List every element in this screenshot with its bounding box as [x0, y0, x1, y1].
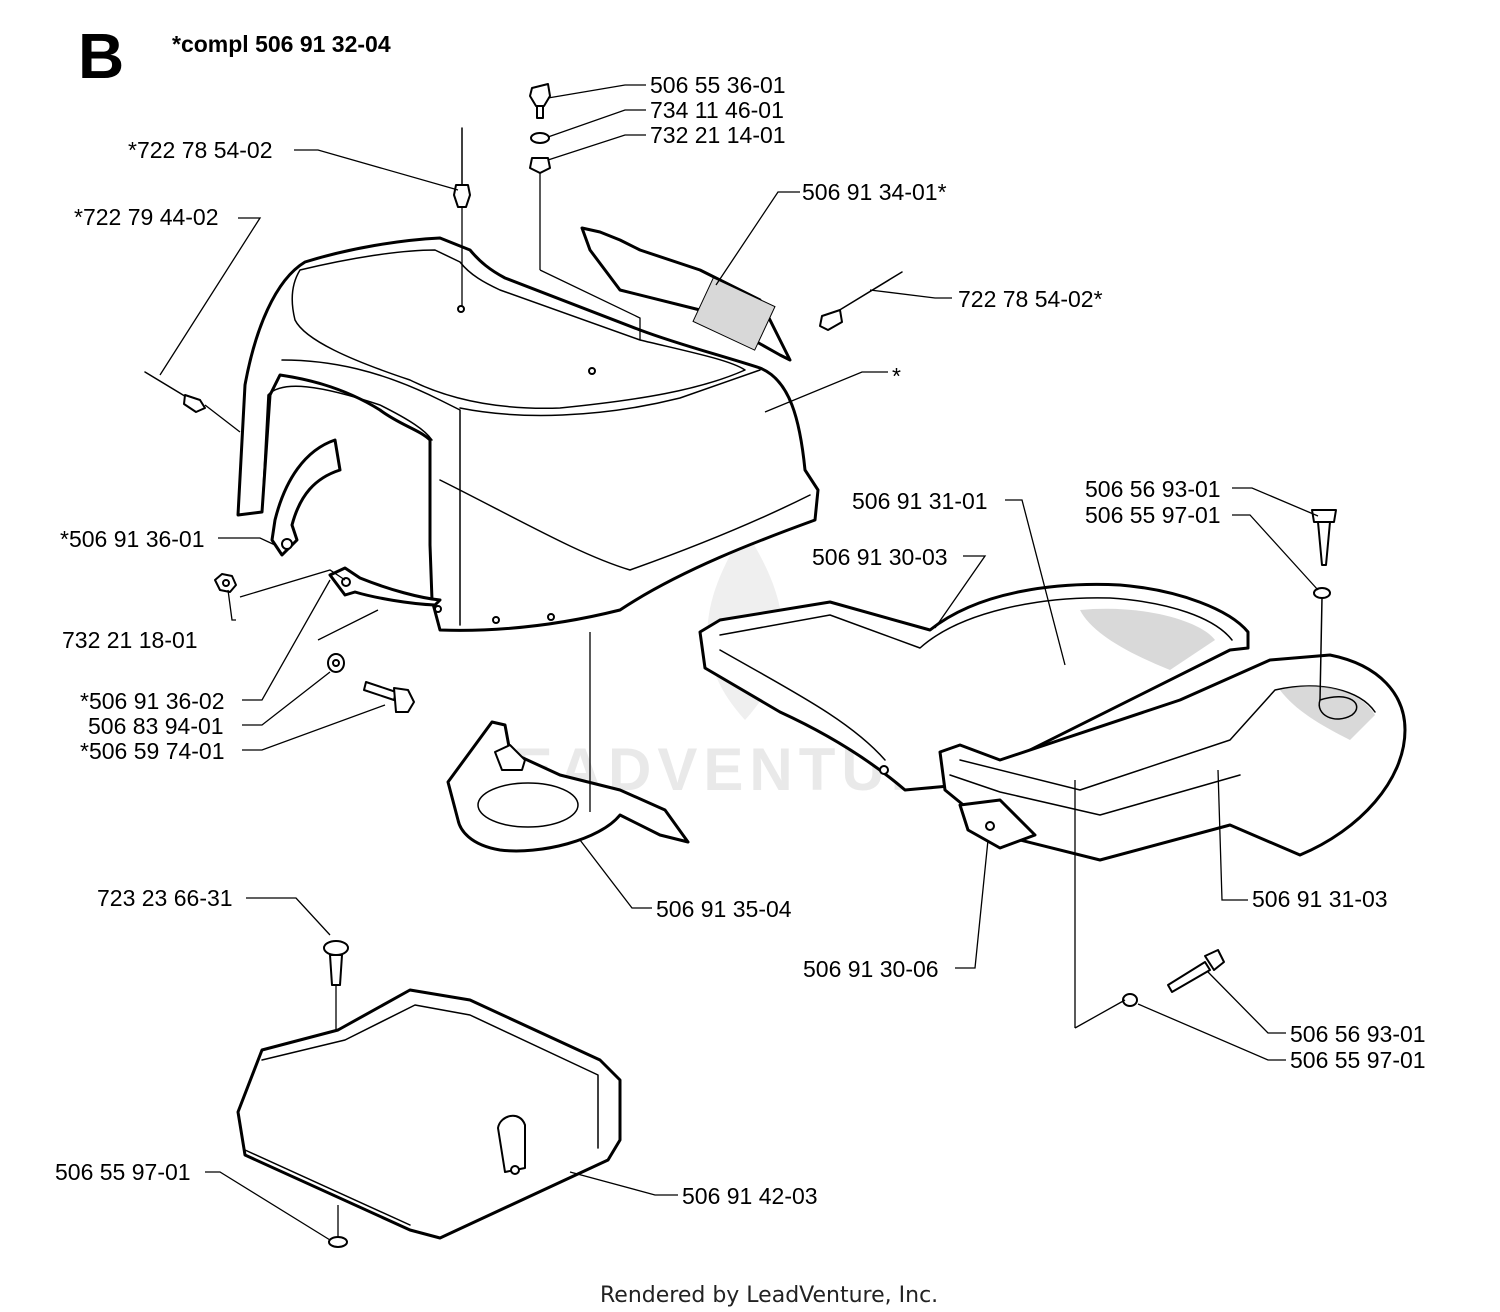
seat-screw-part[interactable] [1311, 509, 1337, 566]
lower-screw-part[interactable] [1167, 949, 1225, 993]
compl-label: *compl 506 91 32-04 [172, 31, 391, 57]
label-722-79-44-02[interactable]: *722 79 44-02 [74, 204, 219, 230]
side-pin-part[interactable] [144, 371, 206, 413]
label-722-78-54-02-top[interactable]: *722 78 54-02 [128, 137, 273, 163]
label-506-91-34-01[interactable]: 506 91 34-01* [802, 179, 947, 205]
inner-bracket-part[interactable] [270, 438, 342, 557]
label-732-21-14-01[interactable]: 732 21 14-01 [650, 122, 786, 148]
label-506-91-31-03[interactable]: 506 91 31-03 [1252, 886, 1388, 912]
nut-part[interactable] [214, 573, 237, 593]
battery-cover-part[interactable] [236, 988, 622, 1240]
label-506-91-30-06[interactable]: 506 91 30-06 [803, 956, 939, 982]
label-506-56-93-01-upper[interactable]: 506 56 93-01 [1085, 476, 1221, 502]
label-722-78-54-02-right[interactable]: 722 78 54-02* [958, 286, 1103, 312]
label-732-21-18-01[interactable]: 732 21 18-01 [62, 627, 198, 653]
bolt-part[interactable] [363, 681, 415, 713]
label-506-55-97-01-cover[interactable]: 506 55 97-01 [55, 1159, 191, 1185]
grille-panel-part[interactable] [580, 226, 792, 362]
washer-part[interactable] [327, 653, 345, 673]
label-506-83-94-01[interactable]: 506 83 94-01 [88, 713, 224, 739]
top-pin-part[interactable] [453, 127, 471, 208]
label-506-56-93-01-lower[interactable]: 506 56 93-01 [1290, 1021, 1426, 1047]
seat-base-texture [1080, 608, 1215, 670]
label-506-91-42-03[interactable]: 506 91 42-03 [682, 1183, 818, 1209]
section-letter: B [78, 20, 124, 92]
leader-lines [159, 84, 1319, 1241]
label-506-91-35-04[interactable]: 506 91 35-04 [656, 896, 792, 922]
label-506-91-36-01[interactable]: *506 91 36-01 [60, 526, 205, 552]
seat-support-part[interactable] [958, 798, 1037, 850]
top-nut-part[interactable] [529, 157, 551, 174]
label-506-55-36-01[interactable]: 506 55 36-01 [650, 72, 786, 98]
lower-washer-part[interactable] [1122, 993, 1138, 1007]
air-duct-part[interactable] [446, 720, 690, 853]
lower-strap-part[interactable] [328, 566, 442, 607]
footer-credit: Rendered by LeadVenture, Inc. [600, 1283, 938, 1308]
top-washer-part[interactable] [530, 132, 550, 144]
seat-washer-part[interactable] [1313, 587, 1331, 599]
label-506-55-97-01-lower[interactable]: 506 55 97-01 [1290, 1047, 1426, 1073]
label-506-91-30-03[interactable]: 506 91 30-03 [812, 544, 948, 570]
part-labels: 506 55 36-01 734 11 46-01 732 21 14-01 *… [55, 72, 1426, 1209]
label-734-11-46-01[interactable]: 734 11 46-01 [650, 97, 784, 123]
label-hood-star[interactable]: * [892, 363, 901, 389]
label-723-23-66-31[interactable]: 723 23 66-31 [97, 885, 233, 911]
seat-pan-part[interactable] [938, 653, 1407, 862]
right-pin-part[interactable] [819, 271, 903, 331]
label-506-91-31-01[interactable]: 506 91 31-01 [852, 488, 988, 514]
top-screw-part[interactable] [529, 83, 551, 119]
grille-mesh [692, 277, 776, 351]
label-506-91-36-02[interactable]: *506 91 36-02 [80, 688, 225, 714]
cover-screw-part[interactable] [323, 940, 349, 986]
label-506-55-97-01-upper[interactable]: 506 55 97-01 [1085, 502, 1221, 528]
cover-washer-part[interactable] [328, 1236, 348, 1248]
hood-part[interactable] [236, 236, 820, 632]
label-506-59-74-01[interactable]: *506 59 74-01 [80, 738, 225, 764]
seat-base-part[interactable] [698, 582, 1250, 792]
